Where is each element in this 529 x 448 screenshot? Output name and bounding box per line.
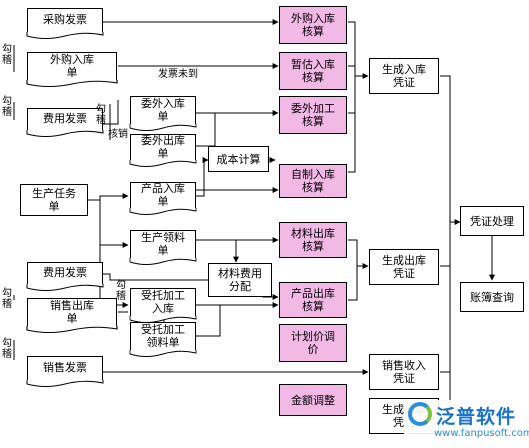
- product-issue-acc-label: 产品出库 核算: [291, 287, 335, 313]
- planned-price-adj-label: 计划价调 价: [291, 330, 335, 356]
- material-expense-alloc-box: 材料费用 分配: [208, 263, 272, 297]
- product-issue-acc-box: 产品出库 核算: [279, 282, 347, 318]
- amount-adj-box: 金额调整: [279, 384, 347, 416]
- gen-issue-voucher-label: 生成出库 凭证: [382, 254, 426, 280]
- production-issue-doc: 生产领料 单: [129, 230, 197, 265]
- product-receipt-label: 产品入库 单: [141, 181, 185, 208]
- expense-invoice-top-label: 费用发票: [43, 112, 87, 125]
- doc-wave-shape: [26, 80, 118, 87]
- subcontract-receipt-doc: 委外入库 单: [129, 96, 197, 131]
- sales-invoice-doc: 销售发票: [26, 356, 104, 387]
- sales-issue-label: 销售出库 单: [50, 298, 94, 325]
- production-issue-label: 生产领料 单: [141, 230, 185, 257]
- cost-calc-box: 成本计算: [208, 146, 269, 172]
- logo-mark-icon: [408, 402, 432, 426]
- planned-price-adj-box: 计划价调 价: [279, 324, 347, 362]
- self-made-acc-label: 自制入库 核算: [291, 168, 335, 194]
- voucher-processing-box: 凭证处理: [460, 206, 524, 236]
- doc-wave-shape: [129, 124, 197, 131]
- logo-name: 泛普软件: [436, 406, 517, 428]
- consignment-issue-label: 受托加工 领料单: [141, 322, 185, 349]
- gen-issue-voucher-box: 生成出库 凭证: [369, 249, 439, 285]
- gen-receipt-voucher-label: 生成入库 凭证: [382, 63, 426, 89]
- material-issue-acc-box: 材料出库 核算: [279, 222, 347, 258]
- sales-invoice-label: 销售发票: [43, 361, 87, 374]
- outsource-receipt-doc: 外购入库 单: [26, 52, 118, 87]
- doc-wave-shape: [129, 350, 197, 357]
- doc-wave-shape: [26, 326, 118, 333]
- outsource-receipt-acc-label: 外购入库 核算: [291, 12, 335, 38]
- sales-revenue-voucher-box: 销售收入 凭证: [369, 354, 439, 390]
- hook-label: 勾 稽: [2, 44, 12, 66]
- doc-wave-shape: [129, 160, 197, 167]
- voucher-processing-label: 凭证处理: [470, 214, 514, 228]
- amount-adj-label: 金额调整: [291, 393, 335, 407]
- doc-wave-shape: [129, 316, 197, 323]
- purchase-invoice-label: 采购发票: [43, 13, 87, 26]
- hook-label: 勾 稽: [116, 280, 126, 302]
- consignment-receipt-label: 受托加工 入库: [141, 288, 185, 315]
- ledger-query-box: 账簿查询: [460, 282, 524, 312]
- consignment-issue-doc: 受托加工 领料单: [129, 322, 197, 357]
- ledger-query-label: 账簿查询: [470, 290, 514, 304]
- sales-issue-doc: 销售出库 单: [26, 298, 118, 333]
- doc-wave-shape: [26, 32, 104, 39]
- subcontract-receipt-label: 委外入库 单: [141, 96, 185, 123]
- doc-wave-shape: [26, 284, 104, 291]
- subcontract-acc-box: 委外加工 核算: [279, 96, 347, 134]
- production-task-box: 生产任务 单: [20, 184, 88, 216]
- doc-wave-shape: [129, 258, 197, 265]
- production-task-label: 生产任务 单: [32, 187, 76, 213]
- expense-invoice-bottom-label: 费用发票: [43, 266, 87, 279]
- doc-wave-shape: [26, 130, 104, 137]
- subcontract-issue-doc: 委外出库 单: [129, 133, 197, 167]
- outsource-receipt-acc-box: 外购入库 核算: [279, 6, 347, 44]
- brand-logo: 泛普软件 www.fanpusoft.com: [404, 400, 529, 448]
- doc-wave-shape: [26, 380, 104, 387]
- expense-invoice-bottom-doc: 费用发票: [26, 262, 104, 291]
- gen-receipt-voucher-box: 生成入库 凭证: [369, 58, 439, 94]
- hook-label: 勾 稽: [2, 288, 12, 310]
- invoice-arrived-label: 发票未到: [158, 69, 198, 80]
- doc-wave-shape: [129, 208, 197, 215]
- verify-label: 核销: [108, 129, 128, 140]
- hook-label: 勾 稽: [96, 104, 106, 126]
- outsource-receipt-label: 外购入库 单: [50, 52, 94, 79]
- logo-url: www.fanpusoft.com: [434, 428, 529, 439]
- subcontract-issue-label: 委外出库 单: [141, 133, 185, 160]
- subcontract-acc-label: 委外加工 核算: [291, 102, 335, 128]
- provisional-receipt-acc-label: 暂估入库 核算: [291, 58, 335, 84]
- hook-label: 勾 稽: [2, 338, 12, 360]
- hook-label: 勾 稽: [2, 96, 12, 118]
- sales-revenue-voucher-label: 销售收入 凭证: [382, 359, 426, 385]
- expense-invoice-top-doc: 费用发票: [26, 108, 104, 137]
- cost-calc-label: 成本计算: [216, 152, 261, 166]
- purchase-invoice-doc: 采购发票: [26, 8, 104, 39]
- consignment-receipt-doc: 受托加工 入库: [129, 288, 197, 323]
- material-expense-alloc-label: 材料费用 分配: [218, 267, 262, 293]
- material-issue-acc-label: 材料出库 核算: [291, 227, 335, 253]
- product-receipt-doc: 产品入库 单: [129, 181, 197, 215]
- provisional-receipt-acc-box: 暂估入库 核算: [279, 52, 347, 90]
- self-made-acc-box: 自制入库 核算: [279, 164, 347, 198]
